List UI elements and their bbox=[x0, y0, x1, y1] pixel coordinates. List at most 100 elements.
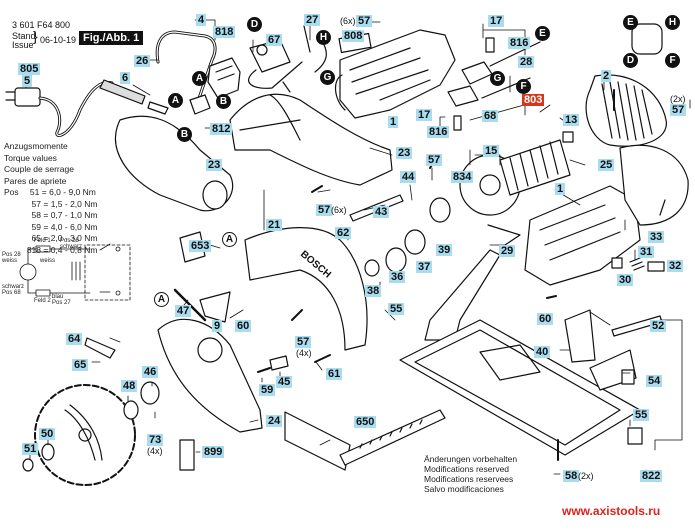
part-label-6[interactable]: 6 bbox=[120, 72, 131, 84]
part-label-57d[interactable]: 57 bbox=[316, 204, 333, 216]
part-label-47[interactable]: 47 bbox=[175, 305, 192, 317]
wiring-weiss-mid: weiss bbox=[40, 258, 56, 264]
part-label-31[interactable]: 31 bbox=[638, 246, 655, 258]
part-label-2[interactable]: 2 bbox=[601, 70, 612, 82]
part-label-818[interactable]: 818 bbox=[213, 26, 236, 38]
riving-knife bbox=[424, 249, 501, 341]
issue-date: 06-10-19 bbox=[40, 35, 77, 45]
connector-f-stator: F bbox=[665, 53, 680, 68]
part-label-650[interactable]: 650 bbox=[354, 416, 377, 428]
cable-26 bbox=[155, 30, 217, 112]
watermark-link[interactable]: www.axistools.ru bbox=[562, 504, 661, 518]
brush-32 bbox=[647, 261, 665, 272]
part-label-30[interactable]: 30 bbox=[617, 274, 634, 286]
part-label-50[interactable]: 50 bbox=[39, 428, 56, 440]
part-label-808[interactable]: 808 bbox=[342, 30, 365, 42]
part-label-57c[interactable]: 57 bbox=[426, 154, 443, 166]
part-label-59[interactable]: 59 bbox=[259, 384, 276, 396]
field-stator-2 bbox=[585, 23, 667, 147]
part-label-822[interactable]: 822 bbox=[640, 470, 663, 482]
gear-39 bbox=[404, 229, 426, 255]
part-label-28[interactable]: 28 bbox=[518, 56, 535, 68]
part-label-23b[interactable]: 23 bbox=[396, 147, 413, 159]
part-label-5[interactable]: 5 bbox=[22, 75, 33, 87]
connector-a-guard: A bbox=[222, 232, 237, 247]
part-label-33[interactable]: 33 bbox=[648, 231, 665, 243]
stand-label: Stand bbox=[12, 31, 36, 41]
part-label-899[interactable]: 899 bbox=[202, 446, 225, 458]
part-label-54[interactable]: 54 bbox=[646, 375, 663, 387]
part-label-834[interactable]: 834 bbox=[451, 171, 474, 183]
part-label-57[interactable]: 57 bbox=[356, 15, 373, 27]
parallel-guide-650 bbox=[284, 409, 446, 471]
part-label-65[interactable]: 65 bbox=[72, 359, 89, 371]
part-label-46[interactable]: 46 bbox=[142, 366, 159, 378]
part-label-1b[interactable]: 1 bbox=[555, 183, 566, 195]
brush-holders bbox=[447, 37, 541, 131]
part-number: 3 601 F64 800 bbox=[12, 20, 71, 30]
part-label-17b[interactable]: 17 bbox=[416, 109, 433, 121]
wiring-feld2: Feld 2 bbox=[34, 298, 51, 304]
part-label-57e[interactable]: 57 bbox=[295, 336, 312, 348]
handle-23-right bbox=[229, 93, 393, 186]
part-label-57b[interactable]: 57 bbox=[670, 104, 687, 116]
part-label-73[interactable]: 73 bbox=[147, 434, 164, 446]
part-label-27[interactable]: 27 bbox=[304, 14, 321, 26]
part-label-9[interactable]: 9 bbox=[212, 320, 223, 332]
mod-note-de: Änderungen vorbehalten bbox=[424, 454, 518, 464]
pin bbox=[282, 81, 291, 93]
part-label-44[interactable]: 44 bbox=[400, 171, 417, 183]
part-label-25[interactable]: 25 bbox=[598, 159, 615, 171]
part-label-812[interactable]: 812 bbox=[210, 123, 233, 135]
wiring-schwarz-top: schwarz bbox=[60, 244, 83, 250]
part-label-55[interactable]: 55 bbox=[388, 303, 405, 315]
part-label-32[interactable]: 32 bbox=[667, 260, 684, 272]
part-label-48[interactable]: 48 bbox=[121, 380, 138, 392]
part-label-4[interactable]: 4 bbox=[196, 14, 207, 26]
part-label-58[interactable]: 58 bbox=[563, 470, 580, 482]
gear-37 bbox=[385, 247, 407, 273]
part-label-51[interactable]: 51 bbox=[22, 443, 39, 455]
part-label-45[interactable]: 45 bbox=[276, 376, 293, 388]
switch-assembly bbox=[189, 39, 303, 115]
part-label-60[interactable]: 60 bbox=[235, 320, 252, 332]
modifications-note: Änderungen vorbehalten Modifications res… bbox=[424, 454, 517, 494]
part-label-55b[interactable]: 55 bbox=[633, 409, 650, 421]
connector-a-bolt: A bbox=[154, 292, 169, 307]
part-label-37[interactable]: 37 bbox=[416, 261, 433, 273]
part-label-816b[interactable]: 816 bbox=[427, 126, 450, 138]
part-label-68[interactable]: 68 bbox=[482, 110, 499, 122]
part-label-803-highlighted[interactable]: 803 bbox=[522, 94, 545, 106]
part-label-40[interactable]: 40 bbox=[534, 346, 551, 358]
part-label-26[interactable]: 26 bbox=[134, 55, 151, 67]
part-label-64[interactable]: 64 bbox=[66, 333, 83, 345]
figure-tag: Fig./Abb. 1 bbox=[79, 31, 144, 45]
part-label-61[interactable]: 61 bbox=[326, 368, 343, 380]
connector-e-stator: E bbox=[623, 15, 638, 30]
part-label-36[interactable]: 36 bbox=[389, 271, 406, 283]
mod-note-fr: Modifications reservees bbox=[424, 474, 514, 484]
part-label-17[interactable]: 17 bbox=[488, 15, 505, 27]
part-label-43[interactable]: 43 bbox=[373, 206, 390, 218]
part-label-1[interactable]: 1 bbox=[388, 116, 399, 128]
part-label-39[interactable]: 39 bbox=[436, 244, 453, 256]
part-label-23[interactable]: 23 bbox=[206, 159, 223, 171]
part-label-816[interactable]: 816 bbox=[508, 37, 531, 49]
connector-b-cord: B bbox=[177, 127, 192, 142]
part-label-60b[interactable]: 60 bbox=[537, 313, 554, 325]
part-label-653[interactable]: 653 bbox=[189, 240, 212, 252]
part-label-29[interactable]: 29 bbox=[499, 245, 516, 257]
ring-46 bbox=[140, 381, 160, 405]
part-label-24[interactable]: 24 bbox=[266, 415, 283, 427]
part-label-13[interactable]: 13 bbox=[563, 114, 580, 126]
part-label-805[interactable]: 805 bbox=[18, 63, 41, 75]
flange-50 bbox=[41, 443, 55, 461]
part-label-52[interactable]: 52 bbox=[650, 320, 667, 332]
part-label-67[interactable]: 67 bbox=[266, 34, 283, 46]
torque-title-en: Torque values bbox=[4, 152, 57, 163]
connector-g-brush: G bbox=[490, 71, 505, 86]
part-label-62[interactable]: 62 bbox=[335, 227, 352, 239]
part-label-38[interactable]: 38 bbox=[365, 285, 382, 297]
part-label-21[interactable]: 21 bbox=[266, 219, 283, 231]
part-label-15[interactable]: 15 bbox=[483, 145, 500, 157]
